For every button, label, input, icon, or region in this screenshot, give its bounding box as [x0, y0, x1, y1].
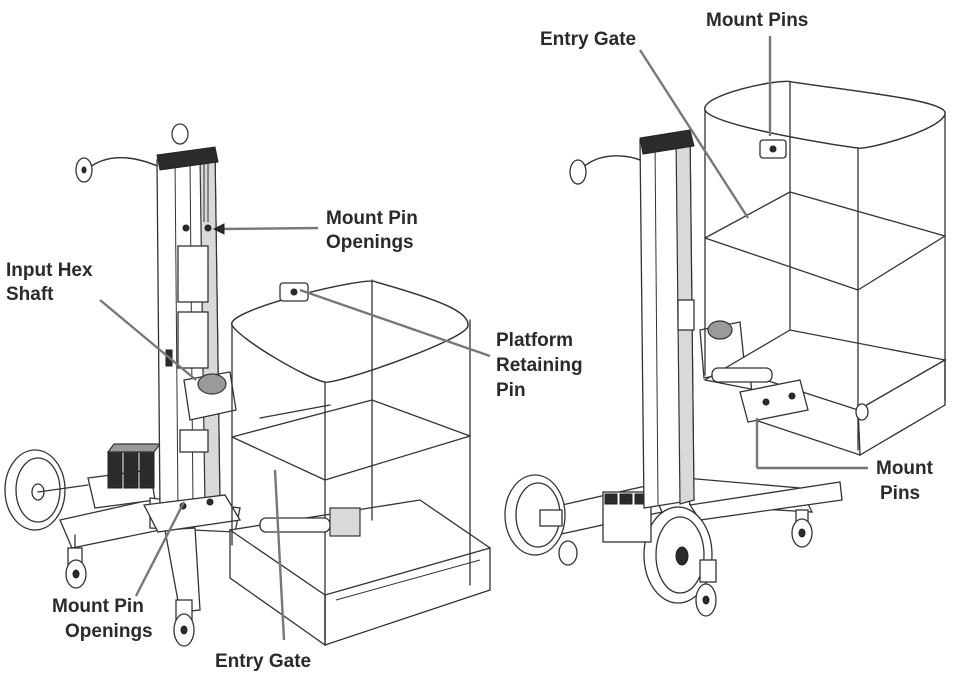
label-input-hex-shaft-1: Input Hex [6, 260, 93, 281]
label-platform-retaining-pin-1: Platform [496, 330, 573, 351]
right-big-wheel-left [504, 474, 566, 556]
label-entry-gate-left: Entry Gate [215, 651, 311, 672]
left-caster-front [173, 599, 195, 647]
left-mast-column [156, 146, 221, 513]
right-big-wheel-front [643, 506, 713, 604]
leader-entry-gate-right [638, 49, 750, 219]
left-input-hex-shaft [165, 349, 237, 421]
right-lift-assembly [504, 80, 947, 617]
label-entry-gate-right: Entry Gate [540, 29, 636, 50]
label-mount-pin-openings-upper-2: Openings [326, 232, 414, 253]
leader-entry-gate-left [273, 469, 286, 641]
callout-labels: Mount Pin Openings Input Hex Shaft Platf… [6, 10, 934, 672]
label-input-hex-shaft-2: Shaft [6, 284, 54, 305]
right-battery-pack [602, 491, 652, 543]
left-battery-pack [106, 443, 162, 489]
label-platform-retaining-pin-3: Pin [496, 380, 526, 401]
left-base-plate [142, 494, 242, 533]
label-mount-pins-right-1: Mount [876, 458, 934, 479]
label-platform-retaining-pin-2: Retaining [496, 355, 583, 376]
leader-lines [99, 36, 868, 641]
leader-mount-pin-openings-lower [134, 501, 186, 597]
label-mount-pin-openings-upper-1: Mount Pin [326, 208, 418, 229]
right-caster-right [791, 509, 813, 548]
leader-input-hex-shaft [99, 299, 197, 381]
right-caster-front [695, 559, 717, 617]
left-crank-handle [75, 123, 189, 183]
label-mount-pins-top: Mount Pins [706, 10, 808, 31]
right-platform-cage [703, 80, 947, 457]
right-caster-left [558, 540, 578, 566]
leader-mount-pin-openings-upper [219, 226, 319, 231]
left-big-wheel [4, 449, 89, 531]
left-lift-assembly [4, 123, 492, 647]
label-mount-pin-openings-lower-2: Openings [65, 621, 153, 642]
right-mast-column [639, 129, 695, 509]
label-mount-pin-openings-lower-1: Mount Pin [52, 596, 144, 617]
arrow-mount-pin-openings-upper [212, 223, 225, 235]
left-caster-front-left [65, 547, 87, 589]
label-mount-pins-right-2: Pins [880, 483, 920, 504]
leader-platform-retaining-pin [299, 288, 491, 358]
left-platform-cage [228, 279, 492, 647]
